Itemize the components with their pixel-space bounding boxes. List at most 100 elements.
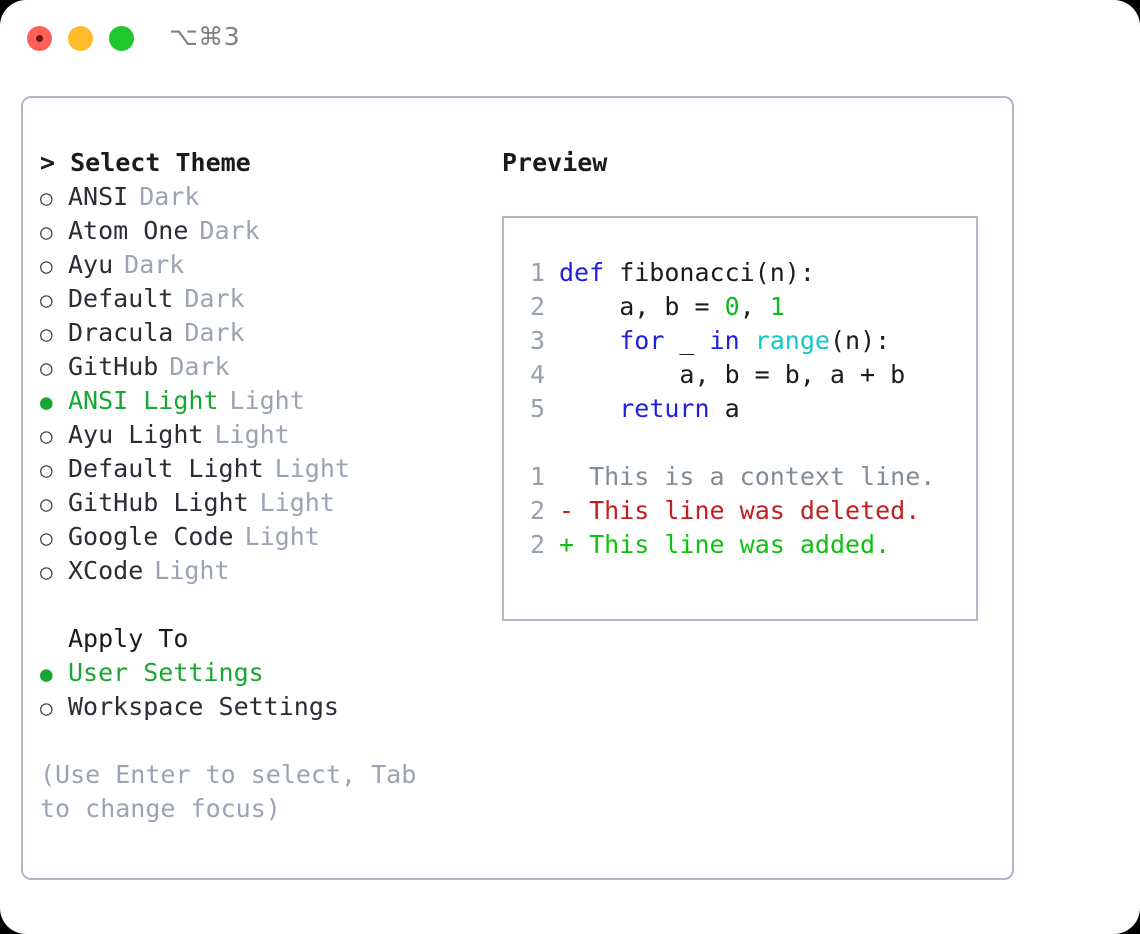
traffic-lights: [27, 26, 134, 51]
apply-to-title: Apply To: [68, 624, 189, 653]
diff-spacer: [574, 460, 589, 494]
minimize-button[interactable]: [68, 26, 93, 51]
radio-unselected-icon: ○: [40, 186, 53, 210]
code-token-plain: [740, 326, 755, 355]
theme-option-tag: Light: [229, 386, 305, 415]
code-token-num: 1: [769, 292, 785, 321]
code-blank-line: [515, 426, 970, 460]
diff-line-text: This is a context line.: [589, 462, 936, 491]
theme-option-tag: Dark: [139, 182, 200, 211]
code-line-text: for _ in range(n):: [559, 324, 890, 358]
theme-option-label: Default Light: [68, 454, 264, 483]
diff-line-text: This line was deleted.: [589, 496, 921, 525]
line-number: 3: [529, 326, 545, 355]
theme-option-dracula[interactable]: ○ Dracula Dark: [40, 316, 490, 350]
theme-option-label: XCode: [68, 556, 144, 585]
diff-line-deleted: 2- This line was deleted.: [515, 494, 970, 528]
radio-unselected-icon: ○: [40, 424, 53, 448]
theme-option-xcode[interactable]: ○ XCode Light: [40, 554, 490, 588]
apply-to-option-label: User Settings: [68, 658, 264, 687]
theme-option-label: Ayu: [68, 250, 114, 279]
theme-option-default-light[interactable]: ○ Default Light Light: [40, 452, 490, 486]
apply-to-option-list: ● User Settings ○ Workspace Settings: [40, 656, 490, 724]
radio-unselected-icon: ○: [40, 254, 53, 278]
code-token-fn: range: [754, 326, 830, 355]
line-number: 4: [529, 360, 545, 389]
radio-unselected-icon: ○: [40, 220, 53, 244]
code-line-text: a, b = b, a + b: [559, 358, 905, 392]
apply-to-option-workspace-settings[interactable]: ○ Workspace Settings: [40, 690, 490, 724]
theme-option-tag: Dark: [199, 216, 260, 245]
diff-spacer: [574, 528, 589, 562]
code-line: 5 return a: [515, 392, 970, 426]
radio-unselected-icon: ○: [40, 288, 53, 312]
radio-unselected-icon: ○: [40, 322, 53, 346]
radio-selected-icon: ●: [40, 390, 53, 414]
code-token-kw: for: [619, 326, 665, 355]
theme-option-tag: Light: [274, 454, 350, 483]
code-token-kw: def: [559, 258, 605, 287]
code-line: 3 for _ in range(n):: [515, 324, 970, 358]
diff-sign: -: [559, 496, 575, 525]
radio-unselected-icon: ○: [40, 696, 53, 720]
theme-option-tag: Light: [154, 556, 230, 585]
apply-to-option-user-settings[interactable]: ● User Settings: [40, 656, 490, 690]
code-token-plain: fibonacci(n):: [604, 258, 815, 287]
maximize-button[interactable]: [109, 26, 134, 51]
theme-option-label: Ayu Light: [68, 420, 204, 449]
code-token-num: 0: [724, 292, 740, 321]
code-token-plain: _: [664, 326, 710, 355]
code-token-plain: (n):: [829, 326, 891, 355]
diff-sign: +: [559, 530, 575, 559]
diff-line-added: 2 + This line was added.: [515, 528, 970, 562]
theme-option-label: Dracula: [68, 318, 174, 347]
diff-spacer: [574, 494, 589, 528]
code-token-plain: [559, 326, 619, 355]
code-token-plain: [559, 394, 619, 423]
line-number: 2: [529, 530, 545, 559]
theme-option-label: ANSI Light: [68, 386, 219, 415]
theme-option-label: Google Code: [68, 522, 234, 551]
radio-unselected-icon: ○: [40, 526, 53, 550]
code-token-kw: in: [709, 326, 740, 355]
diff-lines: 1 This is a context line.2- This line wa…: [515, 460, 970, 562]
theme-option-label: GitHub: [68, 352, 159, 381]
line-number: 1: [529, 462, 545, 491]
radio-unselected-icon: ○: [40, 458, 53, 482]
code-line: 2 a, b = 0, 1: [515, 290, 970, 324]
code-token-plain: a, b =: [559, 292, 725, 321]
theme-option-label: Default: [68, 284, 174, 313]
theme-option-tag: Dark: [184, 318, 245, 347]
diff-line-context: 1 This is a context line.: [515, 460, 970, 494]
code-line-text: return a: [559, 392, 739, 426]
line-number: 2: [529, 292, 545, 321]
theme-option-ansi-light[interactable]: ● ANSI Light Light: [40, 384, 490, 418]
spacer-2: [40, 724, 490, 758]
diff-sign: [559, 460, 574, 494]
code-line: 4 a, b = b, a + b: [515, 358, 970, 392]
theme-option-tag: Dark: [169, 352, 230, 381]
diff-line-text: This line was added.: [589, 530, 891, 559]
close-button[interactable]: [27, 26, 52, 51]
theme-option-label: GitHub Light: [68, 488, 249, 517]
radio-unselected-icon: ○: [40, 560, 53, 584]
theme-option-tag: Light: [244, 522, 320, 551]
page-title: > Select Theme: [40, 148, 251, 177]
theme-option-google-code[interactable]: ○ Google Code Light: [40, 520, 490, 554]
line-number: 2: [529, 496, 545, 525]
radio-selected-icon: ●: [40, 662, 53, 686]
apply-to-option-label: Workspace Settings: [68, 692, 339, 721]
